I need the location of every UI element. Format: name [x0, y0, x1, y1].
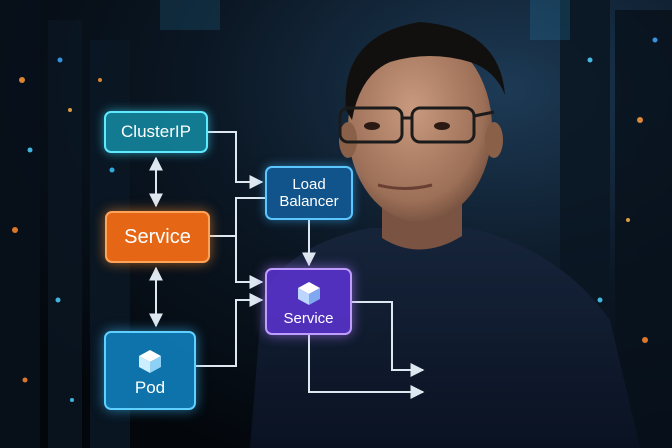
service-node: Service	[105, 211, 210, 263]
load-balancer-label-line2: Balancer	[279, 193, 339, 210]
load-balancer-node: Load Balancer	[265, 166, 353, 220]
connectors	[149, 131, 425, 399]
cube-icon	[139, 349, 161, 373]
edge-clusterip-loadbalancer	[208, 131, 264, 189]
edge-serviceb-out-1	[352, 301, 425, 377]
edge-pod-serviceb	[196, 293, 264, 367]
cube-icon	[297, 281, 320, 305]
clusterip-label: ClusterIP	[121, 122, 191, 142]
edge-serviceb-out-2	[308, 335, 425, 399]
clusterip-node: ClusterIP	[104, 111, 208, 153]
pod-label: Pod	[134, 377, 166, 397]
service-node-secondary: Service	[265, 268, 352, 335]
edge-service-serviceb	[210, 235, 264, 289]
pod-node: Pod	[104, 331, 196, 410]
service-label: Service	[124, 225, 191, 248]
service-secondary-label: Service	[283, 309, 334, 327]
load-balancer-label-line1: Load	[292, 175, 326, 193]
